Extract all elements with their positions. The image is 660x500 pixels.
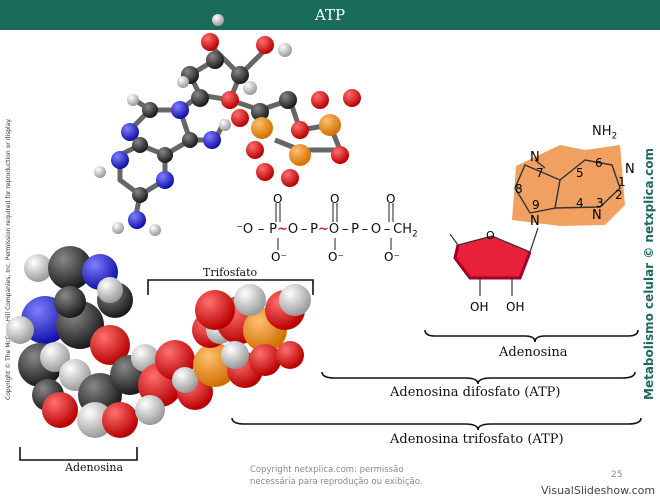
ch2: CH2 (393, 222, 418, 240)
ring-num-7: 7 (536, 166, 544, 180)
o-bridge-1: O (287, 222, 299, 237)
label-trifosfato: Trifosfato (203, 266, 258, 279)
label-atp: Adenosina trifosfato (ATP) (390, 432, 564, 447)
page-number: 25 (611, 470, 623, 480)
o-top-1: O (273, 192, 283, 206)
n-7: N (530, 150, 540, 165)
o-minus-bottom-2: O⁻ (328, 250, 344, 264)
ring-num-3: 3 (596, 196, 604, 210)
nh2-label: NH2 (592, 124, 618, 142)
phosphate-bonds (275, 203, 394, 250)
ring-num-4: 4 (576, 196, 584, 210)
oh-right: OH (506, 300, 525, 314)
ribose-o: O (486, 229, 495, 242)
ring-num-5: 5 (576, 166, 584, 180)
o-top-2: O (330, 192, 340, 206)
ring-num-6: 6 (595, 156, 603, 170)
o-minus-bottom-3: O⁻ (384, 250, 400, 264)
p-gamma: P (351, 222, 359, 237)
adenine-ring (512, 145, 625, 226)
tilde-1: ~ (276, 222, 288, 237)
footer-copyright: Copyright netxplica.com: permissão neces… (250, 465, 423, 487)
label-adp: Adenosina difosfato (ATP) (390, 385, 561, 400)
space-filling-model (6, 246, 311, 438)
ribose-ring (449, 227, 539, 296)
ring-num-2: 2 (615, 188, 623, 202)
o-minus-start: ⁻O (236, 222, 254, 237)
watermark: VisualSlideshow.com (541, 484, 656, 497)
o-bridge-2: O (328, 222, 340, 237)
ring-num-9: 9 (532, 198, 540, 212)
tilde-2: ~ (317, 222, 329, 237)
o-minus-bottom-1: O⁻ (271, 250, 287, 264)
oh-left: OH (470, 300, 489, 314)
n-1: N (625, 162, 635, 177)
label-adenosina: Adenosina (499, 345, 568, 360)
slide-title: ATP (0, 0, 660, 30)
p-beta: P (310, 222, 318, 237)
brackets (19, 279, 642, 461)
n-3: N (592, 208, 602, 223)
phosphate-formula: ⁻O–P~O–P~O–P–O–CH2 (236, 222, 418, 240)
ring-num-1: 1 (618, 175, 626, 189)
ball-stick-atoms (94, 14, 361, 236)
p-alpha: P (269, 222, 277, 237)
n-9: N (530, 214, 540, 229)
o-top-3: O (386, 192, 396, 206)
o-bridge-3: O (370, 222, 382, 237)
label-adenosina-left: Adenosina (65, 461, 124, 474)
ring-num-8: 8 (515, 182, 523, 196)
